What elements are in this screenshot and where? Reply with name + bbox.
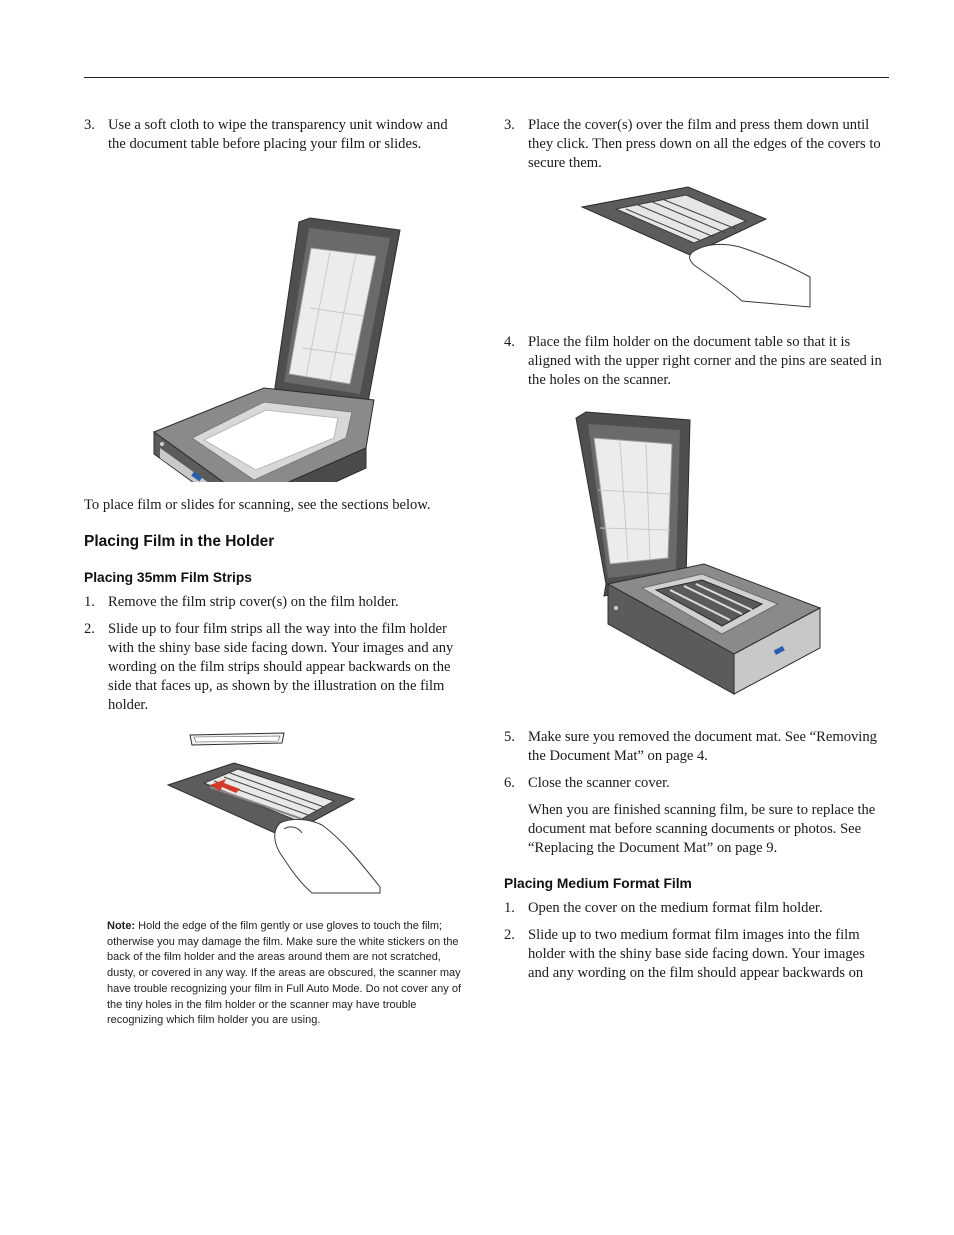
step-3-place-covers: 3. Place the cover(s) over the film and …: [504, 117, 881, 171]
step-6-close-cover: 6. Close the scanner cover.: [504, 775, 670, 791]
step-2-slide-medium-film: 2. Slide up to two medium format film im…: [504, 927, 865, 981]
step-text: Make sure you removed the document mat. …: [528, 729, 877, 764]
replace-mat-text: When you are finished scanning film, be …: [528, 802, 876, 856]
step-text: Open the cover on the medium format film…: [528, 900, 823, 916]
step-text: Place the film holder on the document ta…: [528, 334, 882, 388]
scanner-open-illustration: [152, 217, 401, 482]
step-text: Slide up to four film strips all the way…: [108, 621, 454, 713]
heading-medium-format: Placing Medium Format Film: [504, 876, 692, 891]
step-text: Remove the film strip cover(s) on the fi…: [108, 594, 399, 610]
scanner-with-holder-illustration: [575, 411, 822, 695]
note-handling-film: Note: Hold the edge of the film gently o…: [84, 919, 466, 1029]
intro-text: To place film or slides for scanning, se…: [84, 497, 431, 513]
step-5-remove-mat: 5. Make sure you removed the document ma…: [504, 729, 877, 764]
step-4-place-holder: 4. Place the film holder on the document…: [504, 334, 882, 388]
note-text: Hold the edge of the film gently or use …: [107, 920, 462, 1027]
step-text: Slide up to two medium format film image…: [528, 927, 865, 981]
step-2-slide-strips: 2. Slide up to four film strips all the …: [84, 621, 454, 713]
right-column: 3. Place the cover(s) over the film and …: [504, 116, 889, 991]
film-cover-press-illustration: [580, 186, 811, 308]
left-column: 3. Use a soft cloth to wipe the transpar…: [84, 116, 466, 1029]
step-text: Use a soft cloth to wipe the transparenc…: [108, 117, 448, 152]
step-text: Place the cover(s) over the film and pre…: [528, 117, 881, 171]
step-3-wipe: 3. Use a soft cloth to wipe the transpar…: [84, 117, 448, 152]
note-label: Note:: [107, 920, 136, 932]
heading-35mm-strips: Placing 35mm Film Strips: [84, 570, 252, 585]
heading-placing-film-holder: Placing Film in the Holder: [84, 533, 275, 550]
step-1-open-medium-cover: 1. Open the cover on the medium format f…: [504, 900, 823, 916]
header-rule: [84, 77, 889, 78]
step-1-remove-cover: 1. Remove the film strip cover(s) on the…: [84, 594, 399, 610]
step-text: Close the scanner cover.: [528, 775, 670, 791]
film-strip-insert-illustration: [166, 732, 381, 894]
